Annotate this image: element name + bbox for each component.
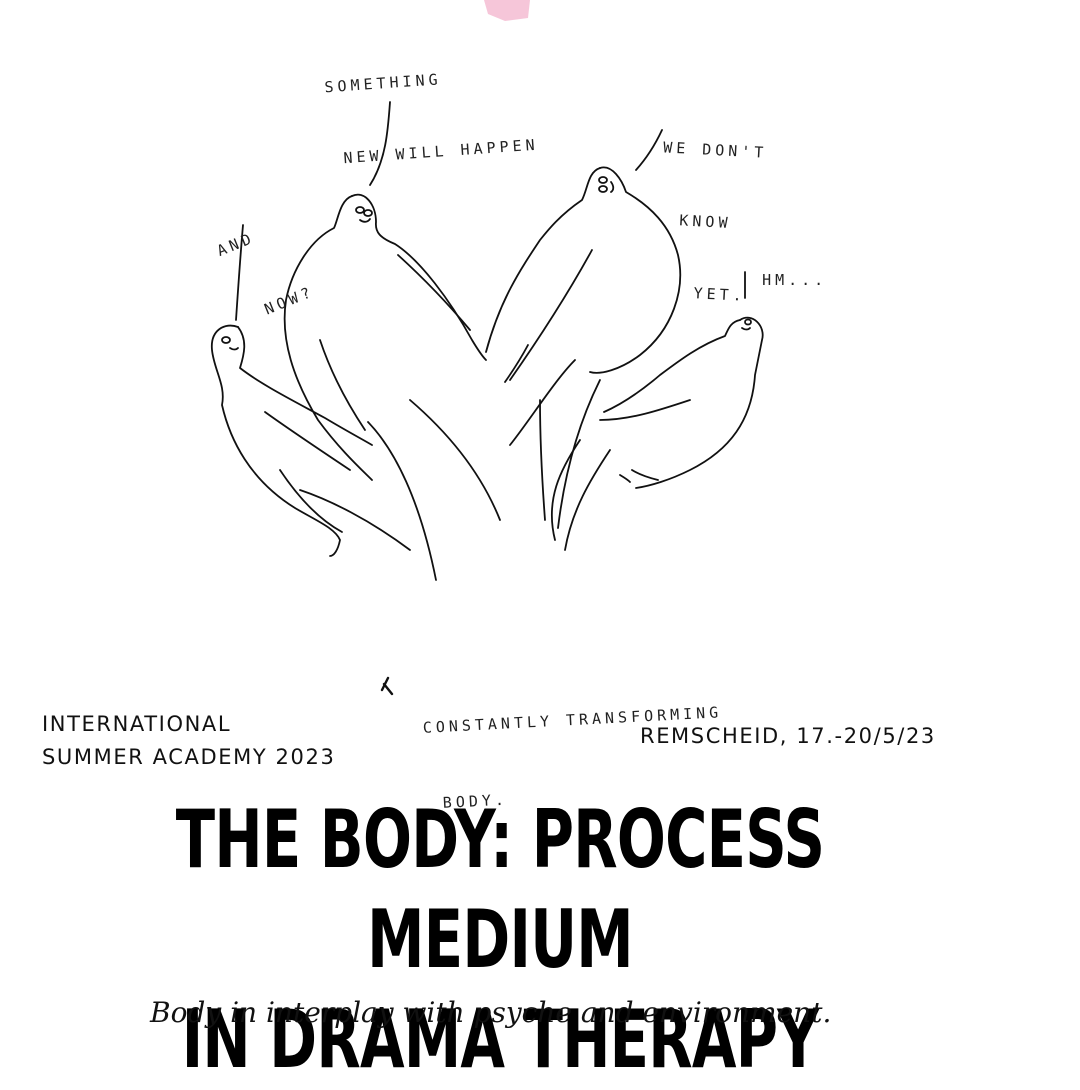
speech-line-something [369,101,391,186]
event-location-date: REMSCHEID, 17.-20/5/23 [640,724,936,748]
speech-dont-know: WE DON'T KNOW YET. [654,87,771,332]
ghost-figure-center-right [485,166,682,529]
speech-and-now-line1: AND [214,228,258,260]
page-subtitle: Body in interplay with psyche and enviro… [150,996,832,1029]
speech-something-new: SOMETHING NEW WILL HAPPEN [320,13,541,195]
speech-hm: HM... [736,244,827,292]
ghost-figure-left [211,324,373,557]
pink-paper-scrap [484,0,530,21]
speech-line-and-now [235,224,244,321]
event-kicker-line2: SUMMER ACADEMY 2023 [42,745,336,769]
speech-hm-text: HM... [762,271,828,289]
arrow-mark [380,676,394,696]
speech-and-now-line2: NOW? [261,282,317,319]
event-kicker-line1: INTERNATIONAL [42,712,232,736]
speech-line-dont-know [635,129,663,171]
speech-something-line2: NEW WILL HAPPEN [342,135,540,168]
speech-dont-know-line2: KNOW [678,211,732,233]
title-line1: THE BODY: PROCESS MEDIUM [175,793,825,986]
speech-something-line1: SOMETHING [323,70,443,97]
page-title: THE BODY: PROCESS MEDIUM IN DRAMA THERAP… [140,790,860,1090]
title-line2: IN DRAMA THERAPY [181,993,819,1086]
ghost-figure-center-left [283,193,501,581]
speech-dont-know-line1: WE DON'T [662,138,768,162]
event-kicker: INTERNATIONAL SUMMER ACADEMY 2023 [42,708,335,774]
ghost-figure-right [551,316,764,551]
